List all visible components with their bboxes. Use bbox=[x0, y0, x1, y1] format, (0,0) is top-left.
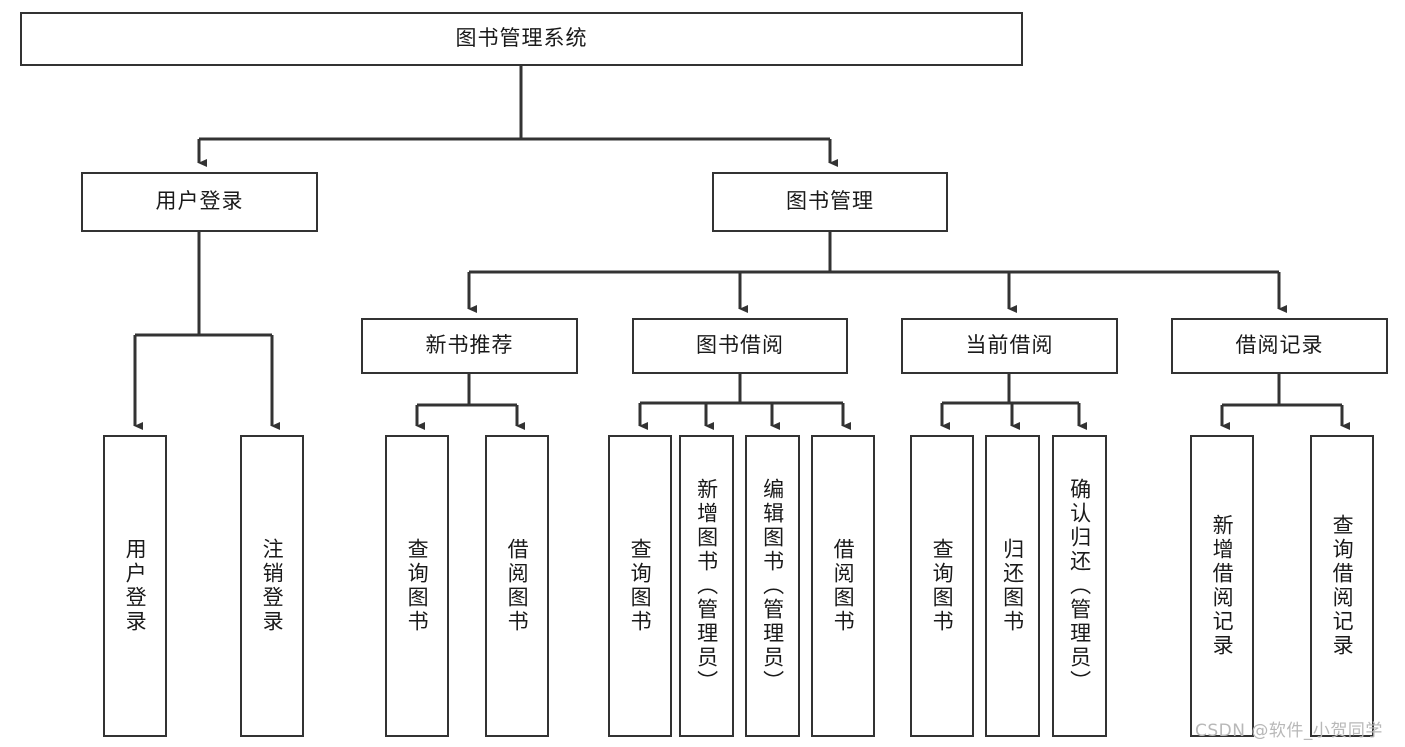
node-leaf-borrow-book-rec-label: 借阅图书 bbox=[505, 538, 530, 634]
node-current-borrow[interactable]: 当前借阅 bbox=[901, 318, 1118, 374]
node-leaf-query-book-cur-label: 查询图书 bbox=[930, 538, 955, 634]
node-leaf-return-book-label: 归还图书 bbox=[1000, 538, 1025, 634]
node-leaf-user-login-label: 用户登录 bbox=[123, 538, 148, 634]
node-root-label: 图书管理系统 bbox=[455, 26, 588, 51]
node-book-borrow-label: 图书借阅 bbox=[696, 333, 784, 358]
node-leaf-query-record[interactable]: 查询借阅记录 bbox=[1310, 435, 1374, 737]
node-borrow-record-label: 借阅记录 bbox=[1235, 333, 1324, 358]
node-leaf-query-book-bor[interactable]: 查询图书 bbox=[608, 435, 672, 737]
node-leaf-borrow-book-rec[interactable]: 借阅图书 bbox=[485, 435, 549, 737]
node-book-borrow[interactable]: 图书借阅 bbox=[632, 318, 848, 374]
node-leaf-borrow-book-bor[interactable]: 借阅图书 bbox=[811, 435, 875, 737]
node-user-login[interactable]: 用户登录 bbox=[81, 172, 318, 232]
node-leaf-add-book-label: 新增图书（管理员） bbox=[694, 478, 719, 694]
node-borrow-record[interactable]: 借阅记录 bbox=[1171, 318, 1388, 374]
node-new-book-rec[interactable]: 新书推荐 bbox=[361, 318, 578, 374]
node-leaf-edit-book-label: 编辑图书（管理员） bbox=[760, 478, 785, 694]
node-new-book-rec-label: 新书推荐 bbox=[425, 333, 514, 358]
node-leaf-confirm-return-label: 确认归还（管理员） bbox=[1067, 478, 1092, 694]
node-leaf-borrow-book-bor-label: 借阅图书 bbox=[831, 538, 856, 634]
node-leaf-user-login[interactable]: 用户登录 bbox=[103, 435, 167, 737]
node-leaf-add-record[interactable]: 新增借阅记录 bbox=[1190, 435, 1254, 737]
node-leaf-return-book[interactable]: 归还图书 bbox=[985, 435, 1040, 737]
node-leaf-user-logout[interactable]: 注销登录 bbox=[240, 435, 304, 737]
node-leaf-add-book[interactable]: 新增图书（管理员） bbox=[679, 435, 734, 737]
node-user-login-label: 用户登录 bbox=[155, 189, 244, 214]
node-leaf-query-book-rec[interactable]: 查询图书 bbox=[385, 435, 449, 737]
node-leaf-query-record-label: 查询借阅记录 bbox=[1330, 514, 1355, 658]
node-root[interactable]: 图书管理系统 bbox=[20, 12, 1023, 66]
node-current-borrow-label: 当前借阅 bbox=[965, 333, 1054, 358]
node-leaf-query-book-bor-label: 查询图书 bbox=[628, 538, 653, 634]
node-book-manage-label: 图书管理 bbox=[786, 189, 874, 214]
node-leaf-user-logout-label: 注销登录 bbox=[260, 538, 285, 634]
node-book-manage[interactable]: 图书管理 bbox=[712, 172, 948, 232]
csdn-watermark: CSDN @软件_小贺同学 bbox=[1195, 721, 1383, 741]
node-leaf-edit-book[interactable]: 编辑图书（管理员） bbox=[745, 435, 800, 737]
node-leaf-confirm-return[interactable]: 确认归还（管理员） bbox=[1052, 435, 1107, 737]
node-leaf-query-book-rec-label: 查询图书 bbox=[405, 538, 430, 634]
node-leaf-add-record-label: 新增借阅记录 bbox=[1210, 514, 1235, 658]
node-leaf-query-book-cur[interactable]: 查询图书 bbox=[910, 435, 974, 737]
